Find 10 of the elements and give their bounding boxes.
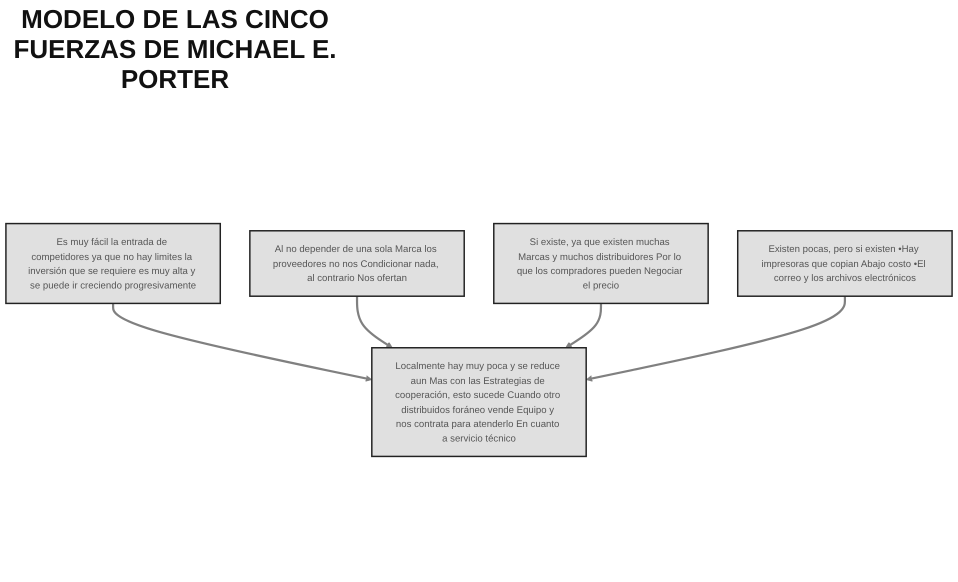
arrow	[565, 303, 602, 348]
node-box: Existen pocas, pero si existen •Hay impresoras que copian Abajo costo •El correo y los archivos electrónicos	[736, 230, 953, 297]
node-box: Localmente hay muy poca y se reduce aun Mas con las Estrategias de cooperación, esto sucede Cuando otro distribuidos foráneo vende Equipo y nos contrata para atenderlo En cuanto a servicio técnico	[371, 347, 587, 458]
node-box: Al no depender de una sola Marca los proveedores no nos Condicionar nada, al contrario Nos ofertan	[249, 230, 465, 297]
arrow	[112, 303, 372, 382]
node-box: Es muy fácil la entrada de competidores ya que no hay limites la inversión que se requiere es muy alta y se puede ir creciendo progresivamente	[5, 222, 222, 304]
diagram-title: MODELO DE LAS CINCO FUERZAS DE MICHAEL E. PORTER	[12, 4, 338, 94]
arrow	[586, 296, 846, 382]
arrow	[356, 296, 393, 348]
node-box: Si existe, ya que existen muchas Marcas y muchos distribuidores Por lo que los compradores pueden Negociar el precio	[493, 222, 709, 304]
